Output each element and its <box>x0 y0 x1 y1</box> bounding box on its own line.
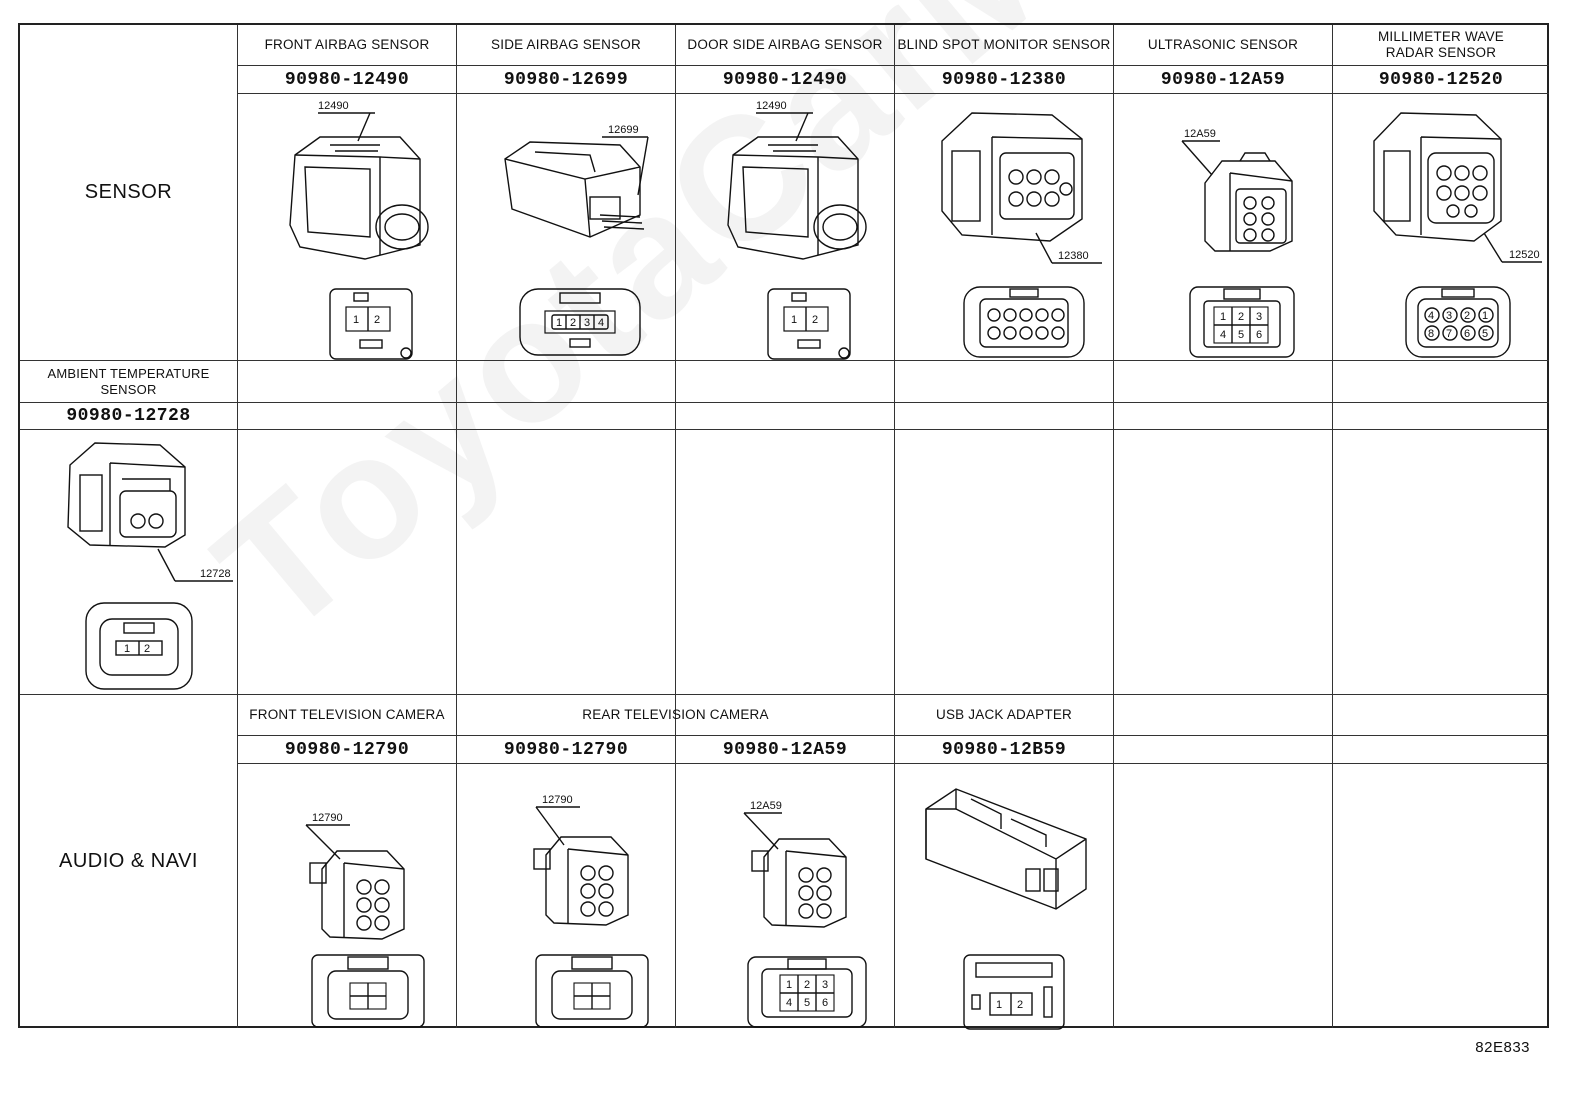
pin-number: 2 <box>144 643 150 655</box>
part-number: 90980-12490 <box>722 69 848 90</box>
header-line: MILLIMETER WAVE <box>1377 29 1505 44</box>
pin-number: 2 <box>374 314 380 326</box>
part-number: 90980-12520 <box>1378 69 1504 90</box>
header-ambient-temperature-sensor: AMBIENT TEMPERATURE SENSOR <box>20 361 237 402</box>
connector-sheet: SENSOR AUDIO & NAVI FRONT AIRBAG SENSOR … <box>18 23 1549 1031</box>
header-door-side-airbag-sensor: DOOR SIDE AIRBAG SENSOR <box>687 37 883 52</box>
header-front-airbag-sensor: FRONT AIRBAG SENSOR <box>264 37 430 52</box>
pin-number: 6 <box>822 997 828 1009</box>
part-number: 90980-12B59 <box>941 739 1067 760</box>
part-number: 90980-12728 <box>66 406 191 426</box>
pin-number: 1 <box>556 317 562 329</box>
part-code-label: 12490 <box>756 100 787 112</box>
pin-number: 4 <box>1220 329 1226 341</box>
header-usb-jack-adapter: USB JACK ADAPTER <box>936 707 1072 722</box>
pin-number: 2 <box>570 317 576 329</box>
pin-number: 8 <box>1428 328 1434 340</box>
connector-figure-millimeter-wave-radar: 12520 4 3 2 1 8 7 6 5 <box>1366 101 1546 359</box>
header-line: AMBIENT TEMPERATURE <box>47 365 210 381</box>
part-code-label: 12490 <box>318 100 349 112</box>
part-number: 90980-12A59 <box>1160 69 1286 90</box>
part-number: 90980-12A59 <box>722 739 848 760</box>
pin-number: 7 <box>1446 328 1452 340</box>
part-number: 90980-12790 <box>284 739 410 760</box>
pin-number: 5 <box>1238 329 1244 341</box>
pin-number: 3 <box>1446 310 1452 322</box>
part-code-label: 12380 <box>1058 250 1089 262</box>
part-code-label: 12A59 <box>1184 128 1216 140</box>
group-label-audio-navi: AUDIO & NAVI <box>59 849 198 872</box>
connector-figure-front-television-camera: 12790 <box>282 769 452 1031</box>
part-code-label: 12A59 <box>750 800 782 812</box>
pin-number: 2 <box>1238 311 1244 323</box>
pin-number: 4 <box>786 997 792 1009</box>
connector-figure-rear-television-camera-12A59: 12A59 1 2 3 4 5 6 <box>714 761 884 1031</box>
part-code-label: 12790 <box>542 794 573 806</box>
pin-number: 4 <box>1428 310 1434 322</box>
pin-number: 6 <box>1464 328 1470 340</box>
pin-number: 1 <box>353 314 359 326</box>
part-code-label: 12699 <box>608 124 639 136</box>
header-millimeter-wave-radar-sensor: MILLIMETER WAVE RADAR SENSOR <box>1333 25 1549 65</box>
part-code-label: 12728 <box>200 568 231 580</box>
header-rear-television-camera: REAR TELEVISION CAMERA <box>582 707 769 722</box>
pin-number: 1 <box>996 999 1002 1011</box>
header-ultrasonic-sensor: ULTRASONIC SENSOR <box>1147 37 1299 52</box>
header-front-television-camera: FRONT TELEVISION CAMERA <box>249 707 445 722</box>
header-line: RADAR SENSOR <box>1385 45 1497 60</box>
part-code-label: 12790 <box>312 812 343 824</box>
pin-number: 1 <box>124 643 130 655</box>
pin-number: 6 <box>1256 329 1262 341</box>
pin-number: 2 <box>804 979 810 991</box>
header-blind-spot-monitor-sensor: BLIND SPOT MONITOR SENSOR <box>897 37 1111 52</box>
pin-number: 5 <box>804 997 810 1009</box>
pin-number: 4 <box>598 317 604 329</box>
part-code-label: 12520 <box>1509 249 1540 261</box>
pin-number: 2 <box>1017 999 1023 1011</box>
part-number: 90980-12380 <box>941 69 1067 90</box>
pin-number: 1 <box>786 979 792 991</box>
connector-figure-door-side-airbag: 12490 1 2 <box>698 97 878 360</box>
connector-figure-front-airbag: 12490 1 2 <box>260 97 440 360</box>
pin-number: 1 <box>1220 311 1226 323</box>
part-number: 90980-12790 <box>503 739 629 760</box>
connector-figure-rear-television-camera-12790: 12790 <box>496 761 666 1031</box>
connector-figure-blind-spot-monitor: 12380 <box>932 101 1107 359</box>
pin-number: 2 <box>812 314 818 326</box>
connector-figure-ultrasonic: 12A59 1 2 3 4 5 6 <box>1170 101 1340 359</box>
connector-figure-ambient-temperature: 12728 1 2 <box>50 435 240 693</box>
group-label-sensor: SENSOR <box>84 181 173 203</box>
header-line: SENSOR <box>100 381 157 397</box>
part-number: 90980-12699 <box>503 69 629 90</box>
pin-number: 3 <box>584 317 590 329</box>
pin-number: 1 <box>791 314 797 326</box>
header-side-airbag-sensor: SIDE AIRBAG SENSOR <box>491 37 641 52</box>
part-number: 90980-12490 <box>284 69 410 90</box>
pin-number: 3 <box>822 979 828 991</box>
figure-code: 82E833 <box>1475 1039 1530 1056</box>
connector-figure-side-airbag: 12699 1 2 3 4 <box>490 97 665 359</box>
pin-number: 5 <box>1482 328 1488 340</box>
pin-number: 1 <box>1482 310 1488 322</box>
connector-figure-usb-jack-adapter: 1 2 <box>916 769 1096 1031</box>
pin-number: 3 <box>1256 311 1262 323</box>
pin-number: 2 <box>1464 310 1470 322</box>
